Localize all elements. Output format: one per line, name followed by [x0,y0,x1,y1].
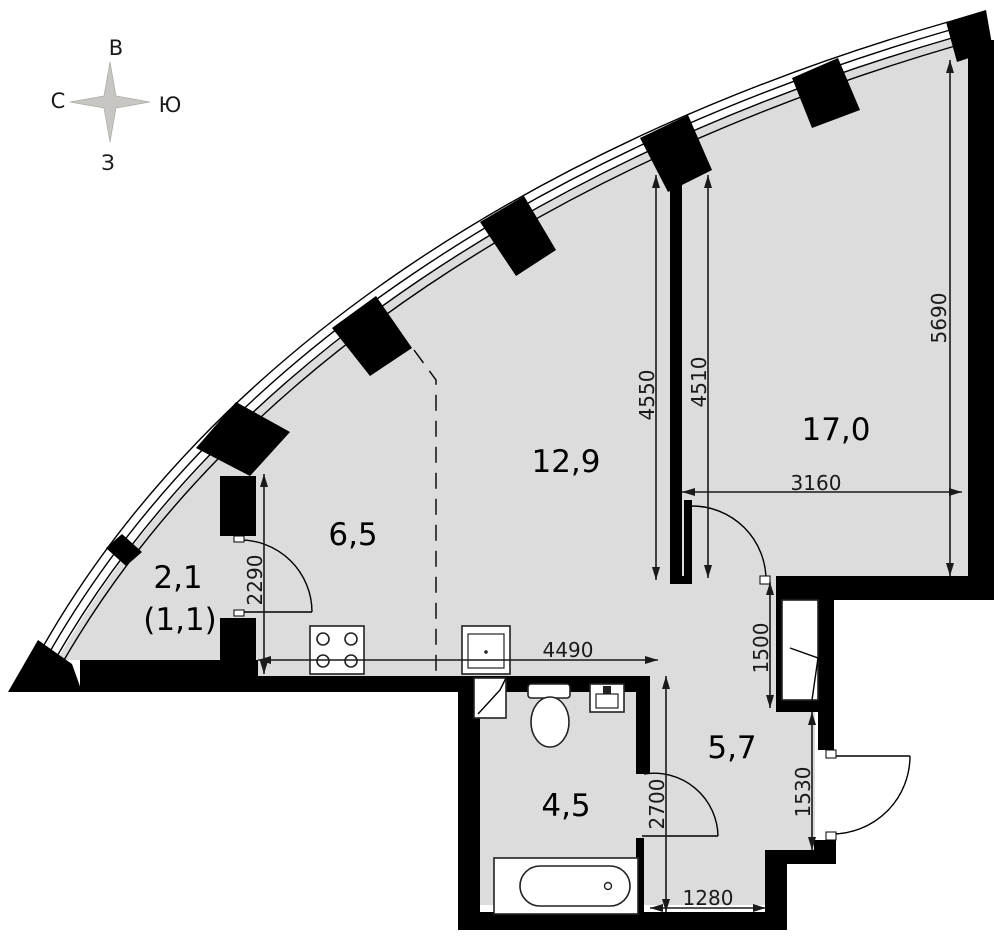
door-bathroom [642,772,719,837]
bathroom-sink-icon [589,683,625,713]
dim-line-1280 [650,904,766,912]
fixtures [309,625,639,915]
door-balcony [233,535,313,617]
zone-divider [413,349,437,676]
dim-label-4550: 4550 [635,370,659,421]
room-area-bedroom: 17,0 [801,412,870,448]
facade-glazing [39,21,956,661]
room-area-kitchen: 6,5 [328,517,377,553]
dim-label-5690: 5690 [927,293,951,344]
dim-line-4490 [258,656,658,664]
stove-icon [309,625,365,675]
closet [781,599,819,701]
compass-east-label: Ю [159,93,182,117]
compass-south-label: З [101,151,114,175]
dim-label-1500: 1500 [749,623,773,674]
compass-north-label: В [109,36,123,60]
dim-label-1280: 1280 [683,886,734,910]
room-area-hall: 5,7 [707,730,756,766]
facade-pier [8,640,82,692]
dim-label-2290: 2290 [243,555,267,606]
door-bedroom [689,505,771,585]
dim-line-1530 [808,712,816,850]
bathtub-icon [493,857,639,915]
dim-label-4490: 4490 [543,638,594,662]
compass: В С Ю З [51,36,182,175]
compass-star-icon [69,61,151,143]
room-labels: 12,9 17,0 6,5 2,1 (1,1) 5,7 4,5 [143,412,870,824]
compass-west-label: С [51,89,66,113]
facade-pier [196,402,290,476]
room-area-balcony: 2,1 [153,560,202,596]
dim-label-3160: 3160 [791,471,842,495]
room-area-living: 12,9 [531,444,600,480]
facade-pier [640,115,712,192]
dim-line-2700 [662,676,670,912]
shaft [473,677,507,719]
facade-pier [332,296,412,376]
dim-line-4550 [652,175,660,580]
facade-pier [480,196,556,276]
dim-line-4510 [704,175,712,578]
toilet-icon [527,683,571,748]
dim-label-2700: 2700 [645,779,669,830]
room-area-bathroom: 4,5 [541,788,590,824]
dim-label-4510: 4510 [687,357,711,408]
facade-pier [792,58,860,128]
dim-label-1530: 1530 [791,767,815,818]
room-area-balcony-reduced: (1,1) [143,602,217,638]
facade-pier [106,534,142,566]
dim-line-2290 [260,474,268,674]
kitchen-sink-icon [461,625,511,675]
doors [233,505,911,841]
dim-line-1500 [766,582,774,708]
dimension-lines [258,60,962,912]
dimension-labels: 4550 4510 5690 3160 2290 4490 1500 1530 … [243,293,951,910]
dim-line-3160 [682,488,962,496]
interior-details [413,349,819,719]
facade-piers [8,10,993,692]
door-entrance [825,749,911,841]
